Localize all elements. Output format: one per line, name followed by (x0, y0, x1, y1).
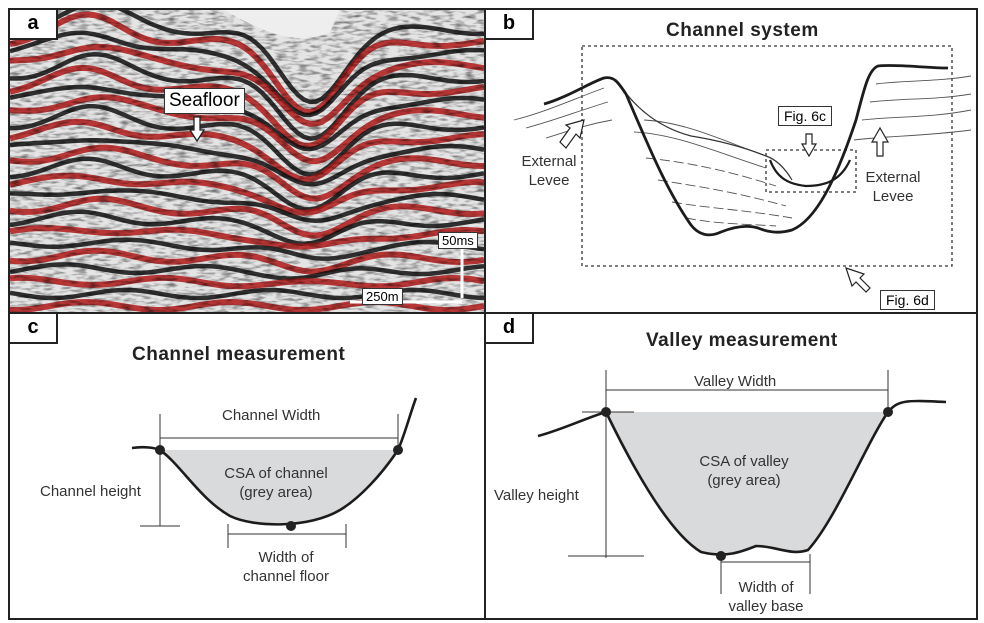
panel-b-title: Channel system (666, 20, 819, 41)
panel-d-tag: d (486, 314, 534, 344)
valley-width-label: Valley Width (694, 373, 777, 390)
channel-system-diagram (513, 45, 972, 293)
valley-base-point (716, 551, 726, 561)
fig6d-label: Fig. 6d (880, 290, 935, 310)
panel-d-valley-measurement: d Valley measurement Valley Width Valley… (484, 312, 978, 620)
panel-c-title: Channel measurement (132, 344, 346, 365)
panel-c-tag: c (10, 314, 58, 344)
valley-measurement-diagram (537, 370, 947, 594)
valley-height-label: Valley height (494, 487, 579, 504)
panel-d-title: Valley measurement (646, 330, 838, 351)
fig6d-arrow-icon (845, 267, 871, 293)
valley-right-point (883, 407, 893, 417)
levee-left-arrow-icon (559, 119, 585, 149)
scale-250m-label: 250m (362, 288, 403, 305)
panel-a-tag: a (10, 10, 58, 40)
channel-right-point (393, 445, 403, 455)
channel-area-label: CSA of channel(grey area) (224, 465, 328, 501)
panel-c-channel-measurement: c Channel measurement Channel Width Chan… (8, 312, 486, 620)
levee-right-arrow-icon (870, 126, 890, 157)
seismic-image (10, 10, 484, 312)
scale-50ms-label: 50ms (438, 232, 478, 249)
fig6c-arrow-icon (800, 133, 818, 158)
channel-floor-point (286, 521, 296, 531)
fig6c-label: Fig. 6c (778, 106, 833, 126)
panel-a-seismic: a Seafloor 50ms 250m (8, 8, 486, 314)
channel-left-point (155, 445, 165, 455)
seafloor-label: Seafloor (164, 88, 245, 114)
channel-height-label: Channel height (40, 483, 141, 500)
channel-measurement-diagram (131, 397, 418, 548)
valley-area-label: CSA of valley(grey area) (699, 453, 789, 489)
panel-b-tag: b (486, 10, 534, 40)
channel-width-label: Channel Width (222, 407, 321, 424)
valley-left-point (601, 407, 611, 417)
